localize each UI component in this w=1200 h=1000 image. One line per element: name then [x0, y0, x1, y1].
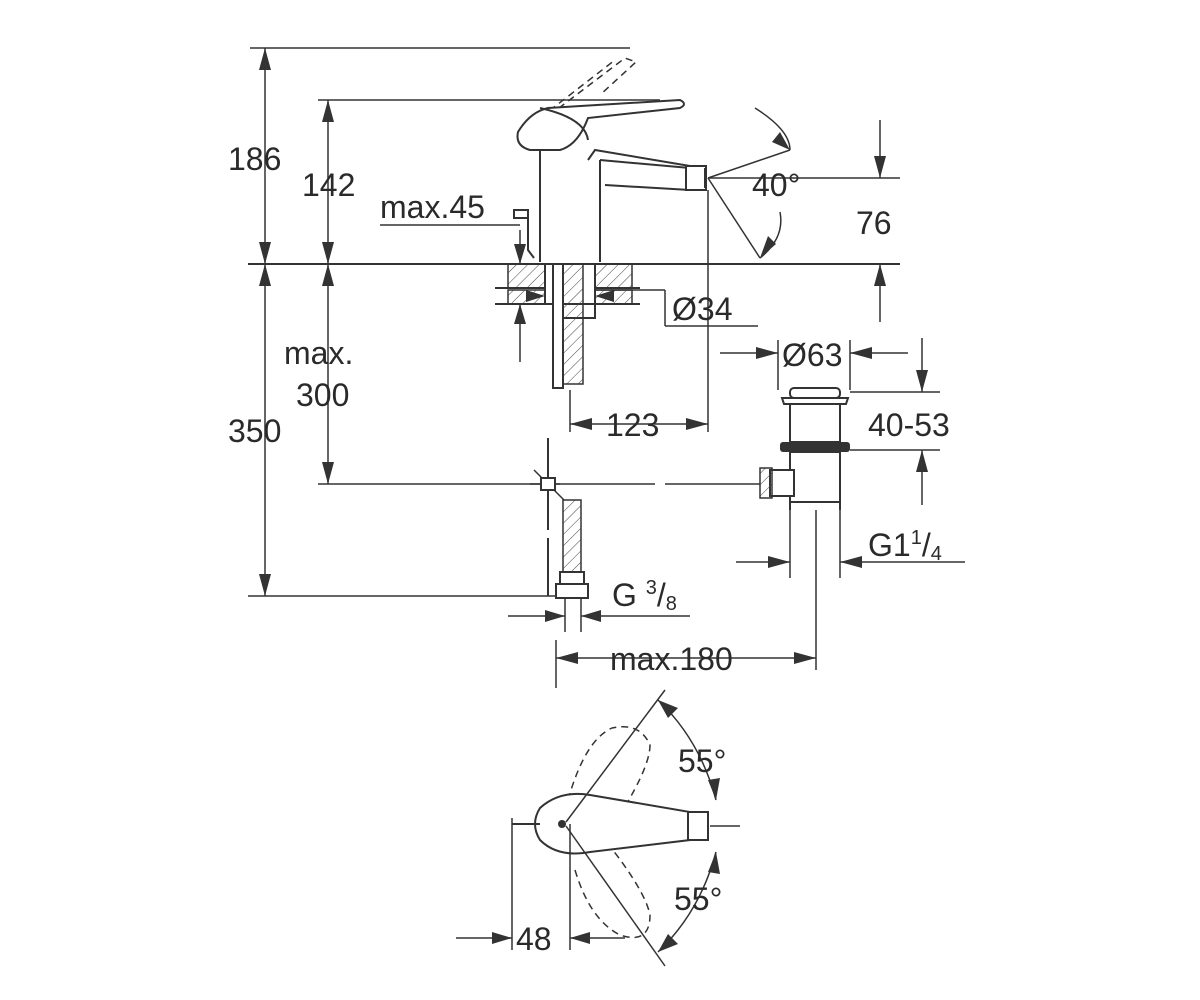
linkage-and-hose [508, 438, 690, 632]
dimension-height-186 [250, 47, 630, 264]
label-40-deg: 40° [752, 167, 800, 203]
thread-supply-slash: / [657, 577, 666, 613]
diameter-34-leader [526, 289, 758, 327]
dimension-123 [569, 190, 709, 432]
thread-waste-den: 4 [931, 543, 942, 565]
waste-assembly [720, 338, 965, 578]
thread-waste-slash: / [922, 527, 931, 563]
dimension-height-142 [318, 99, 660, 264]
label-thread-waste: G11/4 [868, 527, 942, 565]
label-123: 123 [606, 407, 659, 443]
dimension-76 [874, 120, 886, 322]
label-55-deg-top: 55° [678, 743, 726, 779]
label-diameter-63: Ø63 [782, 337, 842, 373]
label-350: 350 [228, 413, 281, 449]
angle-40-indicator [707, 107, 900, 259]
thread-waste-num: 1 [911, 527, 922, 549]
faucet-body [513, 57, 707, 262]
dimension-depth-300 [318, 264, 760, 485]
thread-supply-main: G [612, 577, 646, 613]
thread-supply-num: 3 [646, 577, 657, 599]
thread-waste-main: G1 [868, 527, 911, 563]
top-view-lever [456, 689, 740, 967]
label-300: 300 [296, 377, 349, 413]
dimension-depth-350 [248, 264, 560, 597]
label-max-180: max.180 [610, 641, 733, 677]
dimension-max-180 [555, 510, 817, 688]
label-142: 142 [302, 167, 355, 203]
label-186: 186 [228, 141, 281, 177]
label-thread-supply: G 3/8 [612, 577, 677, 615]
label-55-deg-bottom: 55° [674, 881, 722, 917]
label-48: 48 [516, 921, 552, 957]
label-diameter-34: Ø34 [672, 291, 732, 327]
label-max-45: max.45 [380, 189, 485, 225]
label-40-53: 40-53 [868, 407, 950, 443]
thread-supply-den: 8 [666, 593, 677, 615]
label-76: 76 [856, 205, 892, 241]
label-max: max. [284, 335, 353, 371]
mounting-section [380, 224, 640, 389]
